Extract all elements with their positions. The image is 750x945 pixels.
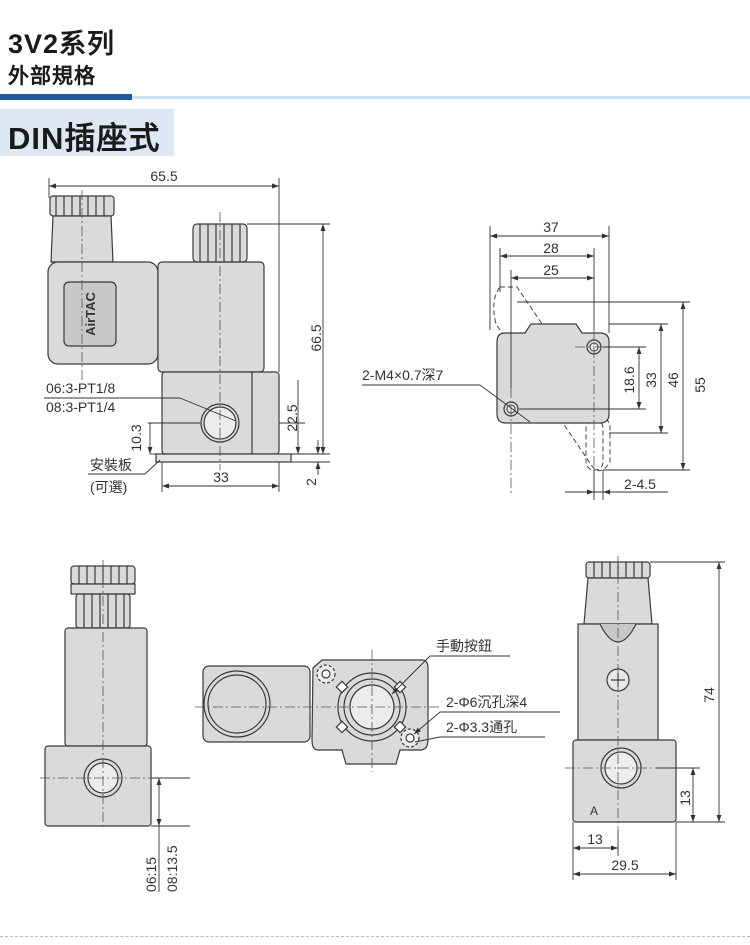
- mounting-plate-note: (可選): [90, 479, 127, 495]
- dim-46: 46: [665, 372, 681, 388]
- front-view: [44, 565, 152, 827]
- dim-2-4-5: 2-4.5: [624, 476, 656, 492]
- dim-28: 28: [543, 240, 559, 256]
- dim-55: 55: [692, 377, 708, 393]
- dim-37: 37: [543, 219, 559, 235]
- base-body: [496, 323, 610, 424]
- manual-override-label: 手動按鈕: [436, 638, 492, 654]
- coil: [157, 261, 265, 373]
- side-view: [47, 195, 292, 463]
- dim-66-5: 66.5: [308, 324, 324, 351]
- through-hole-label: 2-Φ3.3通孔: [446, 719, 517, 735]
- dim-29-5: 29.5: [611, 857, 638, 873]
- thread-label: 2-M4×0.7深7: [362, 367, 444, 383]
- dim-74: 74: [701, 687, 717, 703]
- port-mark-a: A: [590, 804, 598, 818]
- dim-25: 25: [543, 262, 559, 278]
- right-view: [572, 561, 677, 823]
- port-label-08: 08:3-PT1/4: [46, 399, 115, 415]
- mounting-plate-outline: [493, 286, 611, 472]
- section-title-box: [0, 109, 174, 156]
- mounting-plate-label: 安裝板: [90, 457, 132, 473]
- mounting-plate: [155, 453, 292, 463]
- header-rule-accent: [0, 94, 132, 100]
- dim-22-5: 22.5: [284, 404, 300, 431]
- dim-10-3: 10.3: [128, 424, 144, 451]
- section-title: DIN插座式: [8, 121, 161, 156]
- airtac-logo: AirTAC: [83, 291, 98, 335]
- dim-18-6: 18.6: [621, 366, 637, 393]
- top-view: [202, 659, 429, 765]
- bottom-divider: [0, 936, 750, 937]
- dim-13-vertical: 13: [677, 790, 693, 806]
- counterbore-label: 2-Φ6沉孔深4: [446, 694, 527, 710]
- dim-33-mount: 33: [643, 372, 659, 388]
- dim-06-15: 06:15: [143, 857, 159, 892]
- dim-2: 2: [303, 478, 319, 486]
- page-subtitle: 外部規格: [8, 65, 96, 88]
- header-rule-light: [132, 96, 750, 99]
- dim-13-horizontal: 13: [587, 831, 603, 847]
- dim-08-13-5: 08:13.5: [164, 845, 180, 892]
- logo-plate: [63, 281, 117, 347]
- front-coil: [64, 627, 148, 747]
- port-label-06: 06:3-PT1/8: [46, 380, 115, 396]
- dim-33-side: 33: [213, 469, 229, 485]
- page-title: 3V2系列: [8, 29, 116, 59]
- dim-65-5: 65.5: [150, 168, 177, 184]
